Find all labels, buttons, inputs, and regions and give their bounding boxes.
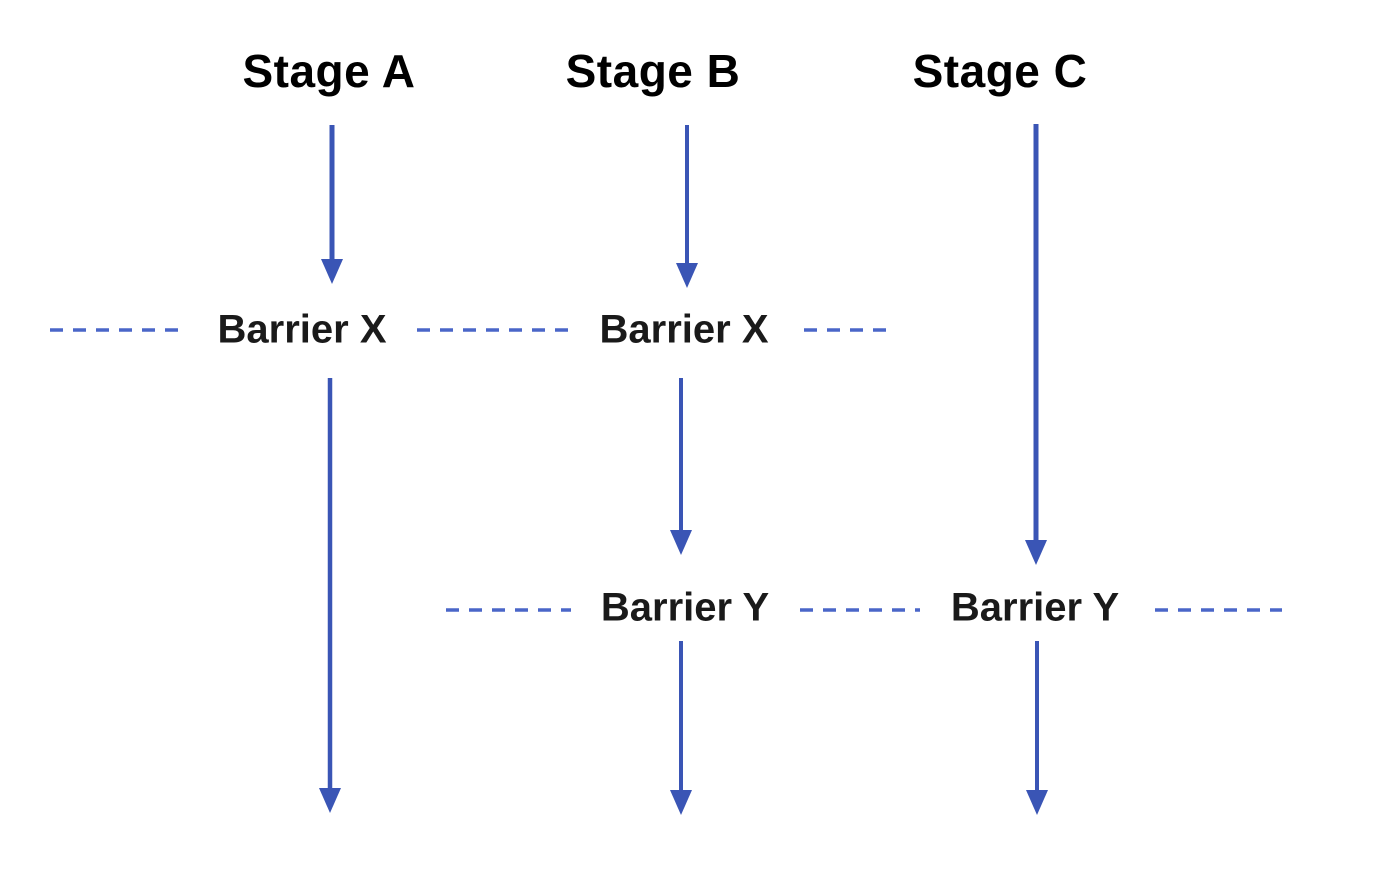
down-arrowhead-icon xyxy=(321,259,343,284)
down-arrowhead-icon xyxy=(670,790,692,815)
down-arrowhead-icon xyxy=(1025,540,1047,565)
barrier-x-label-stage-b: Barrier X xyxy=(593,307,775,353)
stage-c-arrow-top xyxy=(1025,124,1047,565)
stage-b-header: Stage B xyxy=(565,45,741,97)
stage-b-arrow-bottom xyxy=(670,641,692,815)
stage-b-arrow-top xyxy=(676,125,698,288)
stage-c-arrow-bottom xyxy=(1026,641,1048,815)
stage-a-arrow-top xyxy=(321,125,343,284)
stage-a-header: Stage A xyxy=(242,45,416,97)
barrier-y-label-stage-b: Barrier Y xyxy=(594,585,776,631)
barrier-x-label-stage-a: Barrier X xyxy=(211,307,393,353)
barrier-y-label-stage-c: Barrier Y xyxy=(944,585,1126,631)
down-arrowhead-icon xyxy=(676,263,698,288)
down-arrowhead-icon xyxy=(1026,790,1048,815)
down-arrowhead-icon xyxy=(670,530,692,555)
stage-a-arrow-bottom xyxy=(319,378,341,813)
stage-c-header: Stage C xyxy=(912,45,1088,97)
down-arrowhead-icon xyxy=(319,788,341,813)
stage-b-arrow-middle xyxy=(670,378,692,555)
